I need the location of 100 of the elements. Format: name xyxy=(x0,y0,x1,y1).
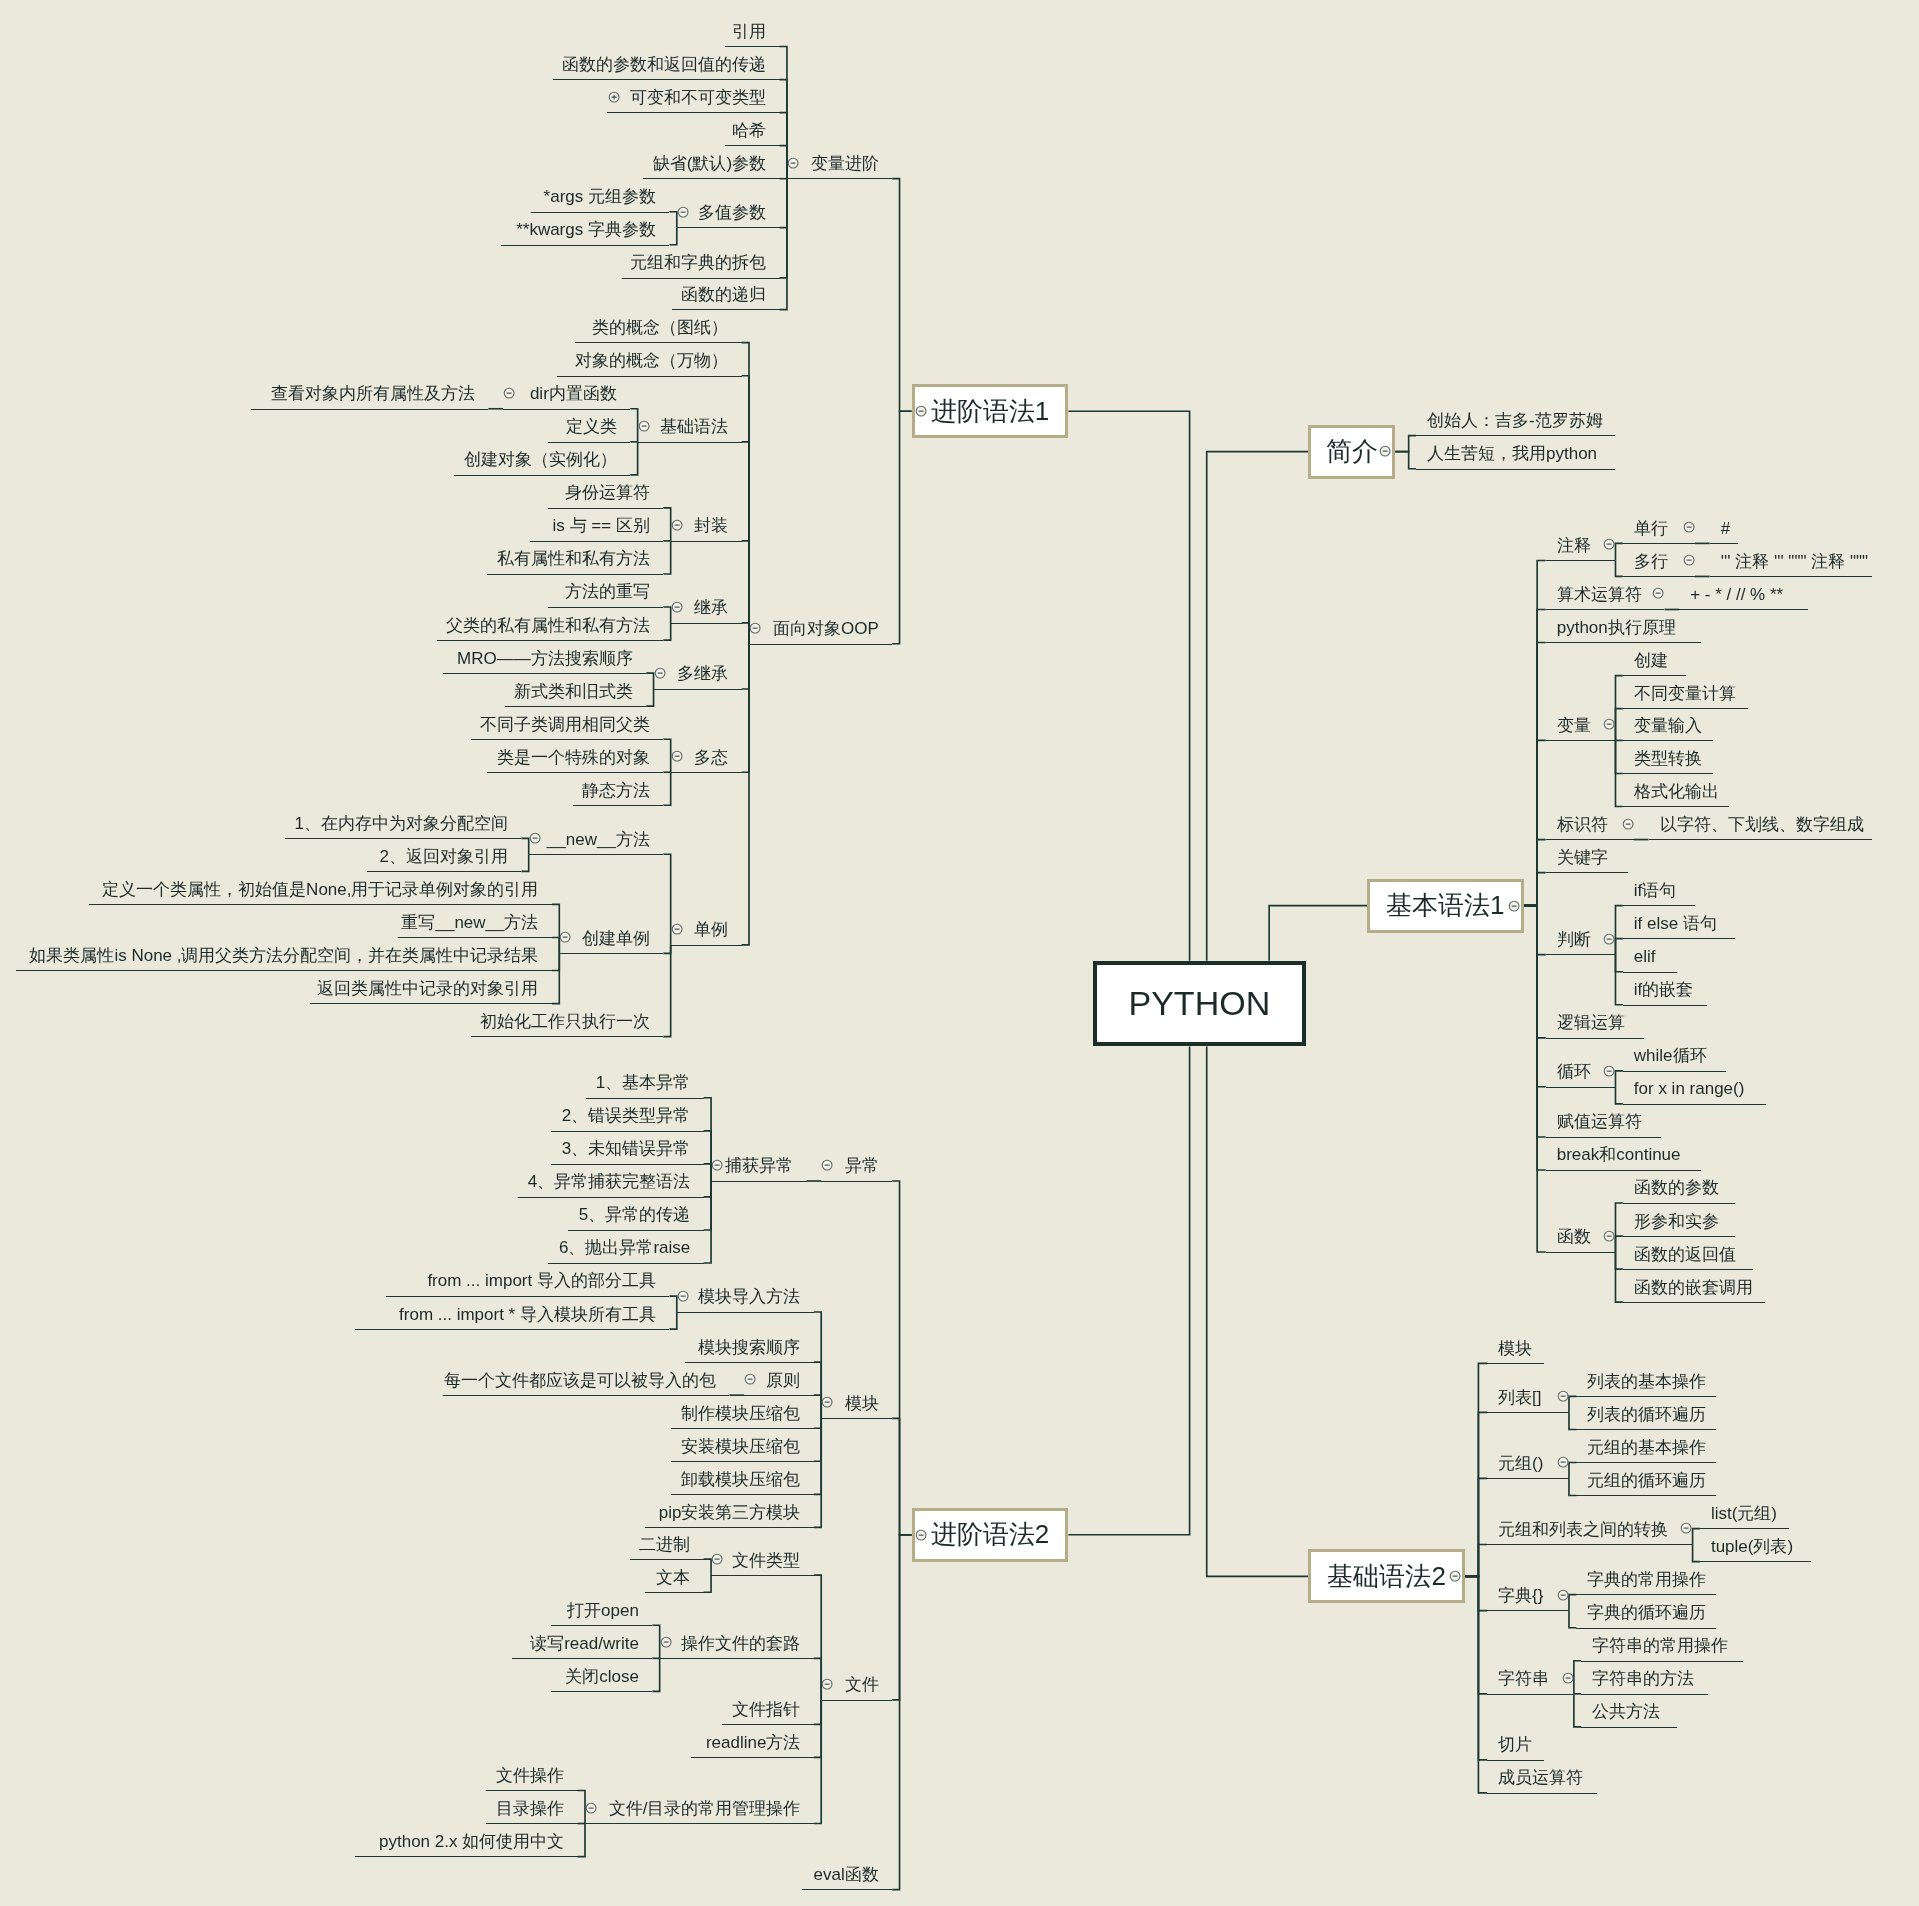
branch-line xyxy=(813,1699,823,1825)
topic-label: 人生苦短，我用python xyxy=(1416,440,1616,470)
branch-line xyxy=(1067,410,1191,962)
branch-line xyxy=(778,177,788,311)
branch-line xyxy=(551,936,561,955)
branch-line xyxy=(702,1180,712,1264)
topic-label: 缺省(默认)参数 xyxy=(642,150,780,180)
branch-box: 进阶语法2 xyxy=(911,1507,1069,1562)
branch-line xyxy=(576,1789,586,1825)
topic-label: 6、抛出异常raise xyxy=(548,1234,704,1264)
topic-label: if else 语句 xyxy=(1622,910,1736,940)
branch-line xyxy=(728,1394,745,1396)
topic-label: readline方法 xyxy=(691,1728,814,1759)
branch-line xyxy=(668,1295,678,1313)
topic-label: 3、未知错误异常 xyxy=(550,1135,704,1165)
topic-label: 1、在内存中为对象分配空间 xyxy=(285,809,522,840)
branch-line xyxy=(1268,904,1368,962)
topic-label: tuple(列表) xyxy=(1699,1533,1812,1563)
topic-label: 以字符、下划线、数字组成 xyxy=(1648,811,1873,841)
branch-line xyxy=(1067,1045,1191,1536)
branch-line xyxy=(576,1822,586,1825)
topic-label: 字符串的方法 xyxy=(1581,1665,1709,1695)
topic-label: 元组的循环遍历 xyxy=(1576,1466,1716,1497)
topic-label: 关闭close xyxy=(550,1662,653,1693)
topic-label: 对象的概念（万物） xyxy=(556,347,742,377)
branch-line xyxy=(891,1533,913,1891)
branch-line xyxy=(1694,575,1711,578)
branch-line xyxy=(487,407,504,410)
topic-label: ''' 注释 ''' """ 注释 """ xyxy=(1709,547,1873,578)
topic-label: 赋值运算符 xyxy=(1545,1108,1661,1138)
topic-label: from ... import * 导入模块所有工具 xyxy=(354,1300,670,1330)
topic-label: 不同变量计算 xyxy=(1622,680,1748,710)
branch-line xyxy=(702,1574,712,1594)
topic-label: *args 元组参数 xyxy=(531,183,670,213)
topic-label: 父类的私有属性和私有方法 xyxy=(436,611,664,641)
branch-line xyxy=(1614,559,1624,578)
topic-label: 创始人：吉多-范罗苏姆 xyxy=(1416,407,1616,437)
topic-label: 4、异常捕获完整语法 xyxy=(517,1168,704,1198)
branch-line xyxy=(1614,739,1624,742)
branch-line xyxy=(1614,1251,1624,1303)
branch-line xyxy=(662,944,672,1038)
topic-label: python 2.x 如何使用中文 xyxy=(354,1828,578,1858)
branch-line xyxy=(891,410,913,645)
topic-label: 字典的常用操作 xyxy=(1576,1566,1716,1596)
topic-label: 新式类和旧式类 xyxy=(505,677,647,707)
branch-line xyxy=(1568,1593,1578,1612)
topic-label: python执行原理 xyxy=(1545,613,1702,644)
topic-label: 卸载模块压缩包 xyxy=(670,1465,814,1496)
topic-label: MRO——方法搜索顺序 xyxy=(443,644,647,674)
branch-line xyxy=(520,837,530,856)
topic-label: 类的概念（图纸） xyxy=(575,314,742,344)
topic-label: 安装模块压缩包 xyxy=(670,1432,814,1463)
topic-label: if语句 xyxy=(1622,877,1696,907)
topic-label: 元组的基本操作 xyxy=(1576,1433,1716,1464)
branch-line xyxy=(662,540,672,542)
branch-line xyxy=(662,622,672,641)
branch-box: 进阶语法1 xyxy=(911,384,1069,439)
topic-label: 打开open xyxy=(550,1596,653,1627)
branch-line xyxy=(1691,1527,1701,1546)
topic-label: 每一个文件都应该是可以被导入的包 xyxy=(443,1366,730,1396)
branch-line xyxy=(1464,1575,1488,1794)
topic-label: 哈希 xyxy=(724,117,780,147)
topic-label: 如果类属性is None ,调用父类方法分配空间，并在类属性中记录结果 xyxy=(15,941,552,972)
topic-label: 静态方法 xyxy=(572,776,664,807)
branch-box: 简介 xyxy=(1308,424,1396,479)
topic-label: 创建 xyxy=(1622,647,1687,677)
topic-label: 定义类 xyxy=(548,413,631,443)
topic-label: 函数的参数 xyxy=(1622,1174,1736,1204)
branch-line xyxy=(651,1657,661,1693)
topic-label: 方法的重写 xyxy=(548,578,664,608)
topic-label: list(元组) xyxy=(1699,1500,1790,1530)
topic-label: 函数的递归 xyxy=(671,281,780,311)
topic-label: 函数的参数和返回值的传递 xyxy=(553,50,780,81)
branch-line xyxy=(576,1822,586,1858)
branch-line xyxy=(520,853,530,873)
branch-line xyxy=(1614,739,1624,808)
branch-line xyxy=(702,1163,712,1182)
branch-line xyxy=(1614,1085,1624,1105)
branch-line xyxy=(813,1394,823,1420)
topic-label: 2、返回对象引用 xyxy=(367,842,522,873)
topic-label: 目录操作 xyxy=(485,1794,578,1825)
topic-label: 函数的嵌套调用 xyxy=(1622,1273,1765,1303)
branch-line xyxy=(1568,1411,1578,1431)
topic-label: 列表的基本操作 xyxy=(1576,1367,1716,1398)
topic-label: 不同子类调用相同父类 xyxy=(471,710,664,740)
topic-label: 切片 xyxy=(1486,1731,1545,1761)
branch-line xyxy=(1633,838,1650,841)
branch-line xyxy=(805,1180,823,1182)
branch-line xyxy=(1568,1461,1578,1480)
branch-line xyxy=(1573,1693,1583,1695)
branch-line xyxy=(1205,450,1310,962)
topic-label: 定义一个类属性，初始值是None,用于记录单例对象的引用 xyxy=(89,875,552,906)
topic-label: 身份运算符 xyxy=(548,479,664,509)
root-box: PYTHON xyxy=(1092,960,1306,1047)
topic-label: 函数的返回值 xyxy=(1622,1240,1753,1270)
topic-label: 字典的循环遍历 xyxy=(1576,1599,1716,1629)
branch-box: 基本语法1 xyxy=(1367,878,1524,933)
topic-label: 逻辑运算 xyxy=(1545,1009,1644,1039)
topic-label: 列表的循环遍历 xyxy=(1576,1400,1716,1431)
topic-label: 二进制 xyxy=(630,1530,704,1560)
